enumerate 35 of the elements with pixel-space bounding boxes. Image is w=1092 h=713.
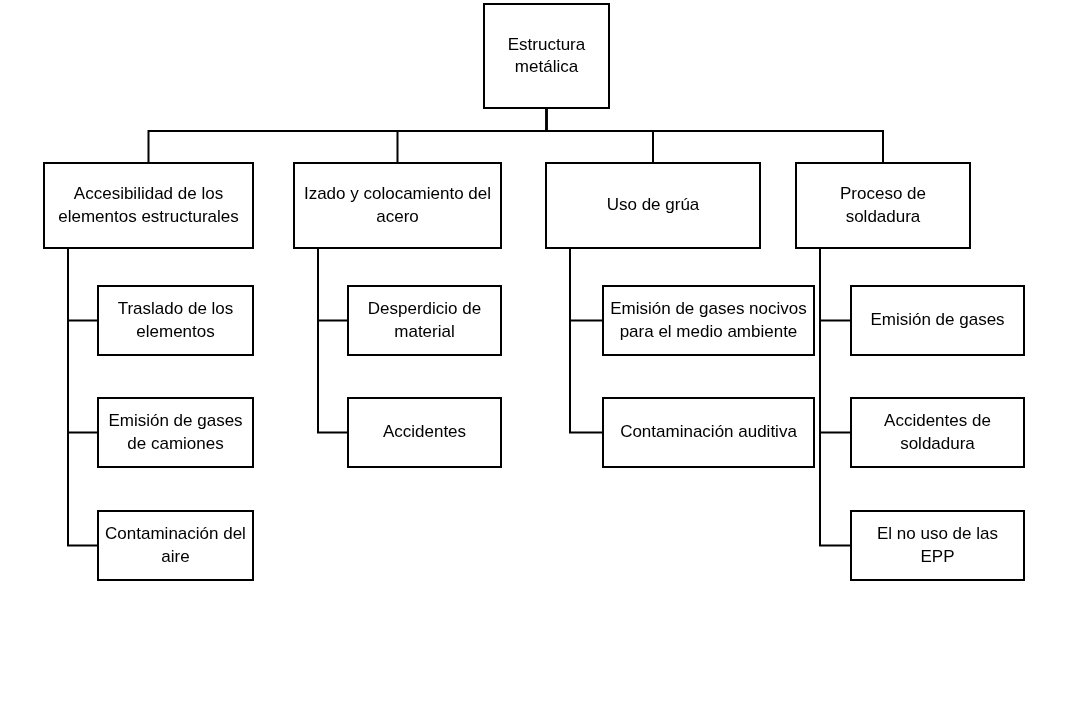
box-label: Accesibilidad de los elementos estructurales <box>57 183 240 228</box>
box-label: Accidentes de soldadura <box>883 410 992 455</box>
process-box <box>545 162 761 249</box>
connector-line <box>317 248 348 434</box>
box-label: Proceso de soldadura <box>839 183 927 228</box>
box-label: Traslado de los elementos <box>116 298 235 343</box>
connector-line <box>545 108 884 163</box>
box-label: El no uso de las EPP <box>876 523 999 568</box>
process-box <box>97 510 254 581</box>
process-box <box>483 3 610 109</box>
box-label: Izado y colocamiento del acero <box>302 183 493 228</box>
process-box <box>850 397 1025 468</box>
box-label: Emisión de gases nocivos para el medio ambiente <box>610 298 807 343</box>
process-box <box>43 162 254 249</box>
box-label: Emisión de gases de camiones <box>107 410 244 455</box>
box-label: Estructura metálica <box>506 33 587 78</box>
box-label: Contaminación del aire <box>105 523 246 568</box>
process-box <box>97 397 254 468</box>
box-label: Contaminación auditiva <box>620 421 797 444</box>
box-label: Desperdicio de material <box>366 298 483 343</box>
box-label: Emisión de gases <box>870 309 1005 332</box>
connector-line <box>569 248 603 434</box>
box-label: Uso de grúa <box>606 194 700 217</box>
process-box <box>795 162 971 249</box>
process-box <box>347 285 502 356</box>
process-box <box>850 510 1025 581</box>
process-box <box>347 397 502 468</box>
connector-line <box>819 248 851 547</box>
process-box <box>602 397 815 468</box>
process-box <box>602 285 815 356</box>
process-box <box>293 162 502 249</box>
box-label: Accidentes <box>382 421 467 444</box>
process-box <box>850 285 1025 356</box>
process-box <box>97 285 254 356</box>
connector-line <box>67 248 98 547</box>
